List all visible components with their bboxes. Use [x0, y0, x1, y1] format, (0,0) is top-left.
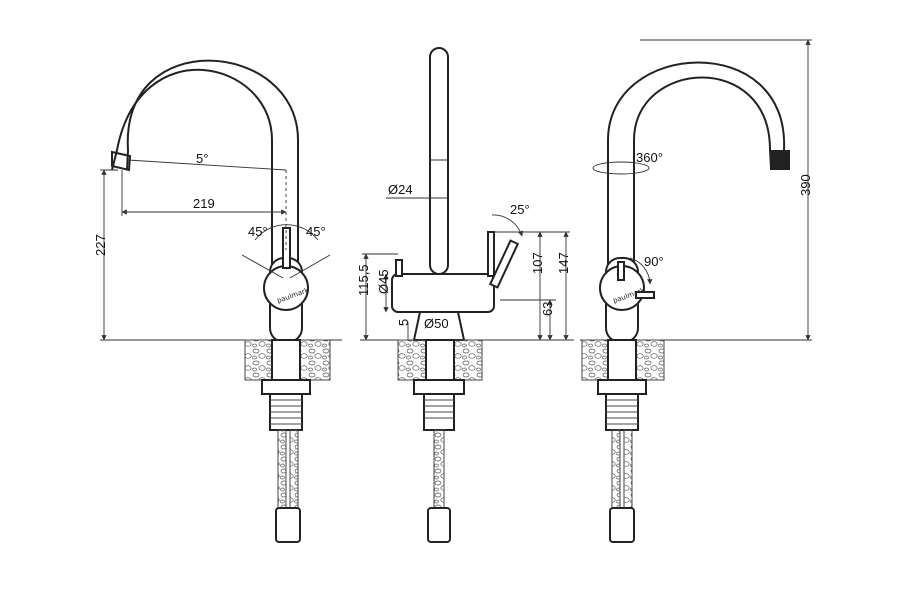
middle-hose-fitting: [427, 507, 451, 543]
left-aerator: [111, 150, 132, 172]
left-view: paulmark 45° 45° 5° 219 227: [93, 59, 342, 543]
right-lever: [617, 261, 625, 281]
middle-body-dia-label: Ø45: [376, 269, 391, 294]
left-lever-ghost-left: [241, 254, 284, 279]
left-shank: [271, 339, 301, 383]
right-swivel-arc: [592, 161, 650, 175]
middle-right-lever: [487, 231, 495, 277]
right-aerator: [770, 150, 790, 170]
left-spout-inner: [126, 59, 299, 318]
right-lever-turn-arc: [629, 257, 653, 285]
middle-handle-angle-label: 25°: [510, 202, 530, 217]
left-outlet-height-label: 227: [93, 234, 108, 256]
right-total-height-label: 390: [798, 174, 813, 196]
right-spout-outer: [607, 61, 786, 318]
middle-left-knob: [395, 259, 403, 277]
middle-top-height-label: 147: [556, 252, 571, 274]
right-hose-2: [623, 429, 633, 511]
middle-handle-angle-arc: [491, 214, 524, 237]
left-lever-ghost-right: [289, 254, 331, 279]
right-lever-turn-label: 90°: [644, 254, 664, 269]
left-angle-spout-line: [127, 159, 287, 171]
right-swivel-label: 360°: [636, 150, 663, 165]
left-angle-arc: [254, 224, 319, 241]
middle-lever-ghost: [488, 239, 520, 289]
left-spout-outer: [111, 68, 273, 318]
left-angle-right-label: 45°: [306, 224, 326, 239]
left-angle-left-label: 45°: [248, 224, 268, 239]
left-angle-spout-label: 5°: [196, 151, 208, 166]
middle-thread-lines: [424, 399, 454, 419]
left-hose-fitting: [275, 507, 301, 543]
right-view: 360° paulmark 90° 390: [580, 39, 813, 543]
middle-view: 25° Ø24 Ø45 115,5 5 Ø50 107 147 63: [356, 47, 574, 543]
middle-shank: [425, 339, 455, 383]
left-hose-1: [277, 429, 287, 511]
middle-nut: [413, 379, 465, 395]
right-lever-ghost: [635, 291, 655, 299]
right-thread-lines: [606, 399, 638, 425]
middle-body: [391, 273, 495, 313]
middle-hose: [433, 429, 445, 511]
middle-body-height-label: 115,5: [356, 264, 371, 296]
left-nut: [261, 379, 311, 395]
left-reach-label: 219: [193, 196, 215, 211]
right-hose-1: [611, 429, 621, 511]
middle-tube-dia-label: Ø24: [388, 182, 413, 197]
right-nut: [597, 379, 647, 395]
middle-base-dia-label: Ø50: [424, 316, 449, 331]
right-spout-inner: [633, 76, 772, 318]
left-thread-lines: [270, 399, 302, 425]
middle-lower-height-label: 63: [540, 302, 555, 316]
left-lever: [282, 227, 291, 269]
right-hose-fitting: [609, 507, 635, 543]
middle-base-thickness-label: 5: [396, 319, 411, 326]
left-hose-2: [289, 429, 299, 511]
middle-handle-height-label: 107: [530, 252, 545, 274]
right-shank: [607, 339, 637, 383]
middle-tube: [429, 47, 449, 275]
